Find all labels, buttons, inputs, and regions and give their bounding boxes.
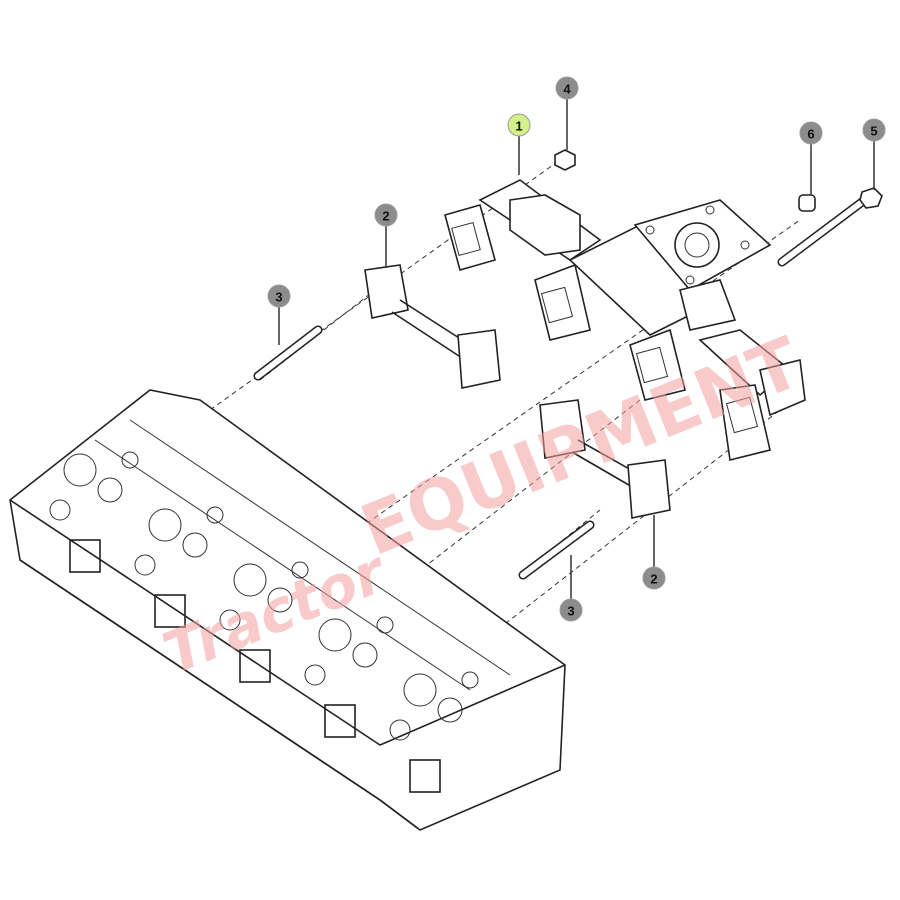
callout-2a[interactable]: 2 [374,203,398,268]
head-port [121,451,139,469]
head-port [182,532,208,558]
callout-label: 1 [515,119,522,134]
gasket-lower [539,399,671,519]
head-port [291,561,309,579]
callout-5[interactable]: 5 [862,118,886,190]
callout-circle[interactable] [642,566,666,590]
nut [554,149,576,171]
head-port [219,609,241,631]
head-port [63,453,97,487]
exhaust-port [324,704,356,738]
callout-circle[interactable] [267,284,291,308]
head-port [376,616,394,634]
stud-lower [518,520,595,580]
gasket-upper [364,264,501,389]
callout-label: 4 [563,82,571,97]
head-port [403,673,437,707]
callout-circle[interactable] [799,121,823,145]
head-port [206,506,224,524]
head-port [267,587,293,613]
head-port [49,499,71,521]
exhaust-manifold [444,179,806,461]
callout-label: 2 [650,572,657,587]
head-port [318,618,352,652]
head-port [461,671,479,689]
exhaust-port [239,649,271,683]
callout-2b[interactable]: 2 [642,515,666,590]
spacer [798,194,816,212]
head-port [134,554,156,576]
head-port [352,642,378,668]
callout-3a[interactable]: 3 [267,284,291,345]
callout-circle[interactable] [862,118,886,142]
callouts: 1 4 2 3 6 5 2 3 [267,76,886,622]
head-port [233,563,267,597]
head-port [437,697,463,723]
exhaust-port [409,759,441,793]
exhaust-port [69,539,101,573]
callout-1[interactable]: 1 [507,113,531,175]
callout-label: 6 [807,127,814,142]
cylinder-head [9,389,566,831]
head-port [389,719,411,741]
callout-6[interactable]: 6 [799,121,823,195]
callout-4[interactable]: 4 [555,76,579,150]
callout-label: 5 [870,124,877,139]
head-port [304,664,326,686]
callout-circle[interactable] [507,113,531,137]
head-port [97,477,123,503]
callout-3b[interactable]: 3 [559,555,583,622]
callout-circle[interactable] [374,203,398,227]
bolt [777,187,883,267]
stud-upper [253,325,323,381]
callout-label: 3 [275,290,282,305]
callout-circle[interactable] [559,598,583,622]
exhaust-port [154,594,186,628]
callout-circle[interactable] [555,76,579,100]
callout-label: 3 [567,604,574,619]
callout-label: 2 [382,209,389,224]
head-port [148,508,182,542]
